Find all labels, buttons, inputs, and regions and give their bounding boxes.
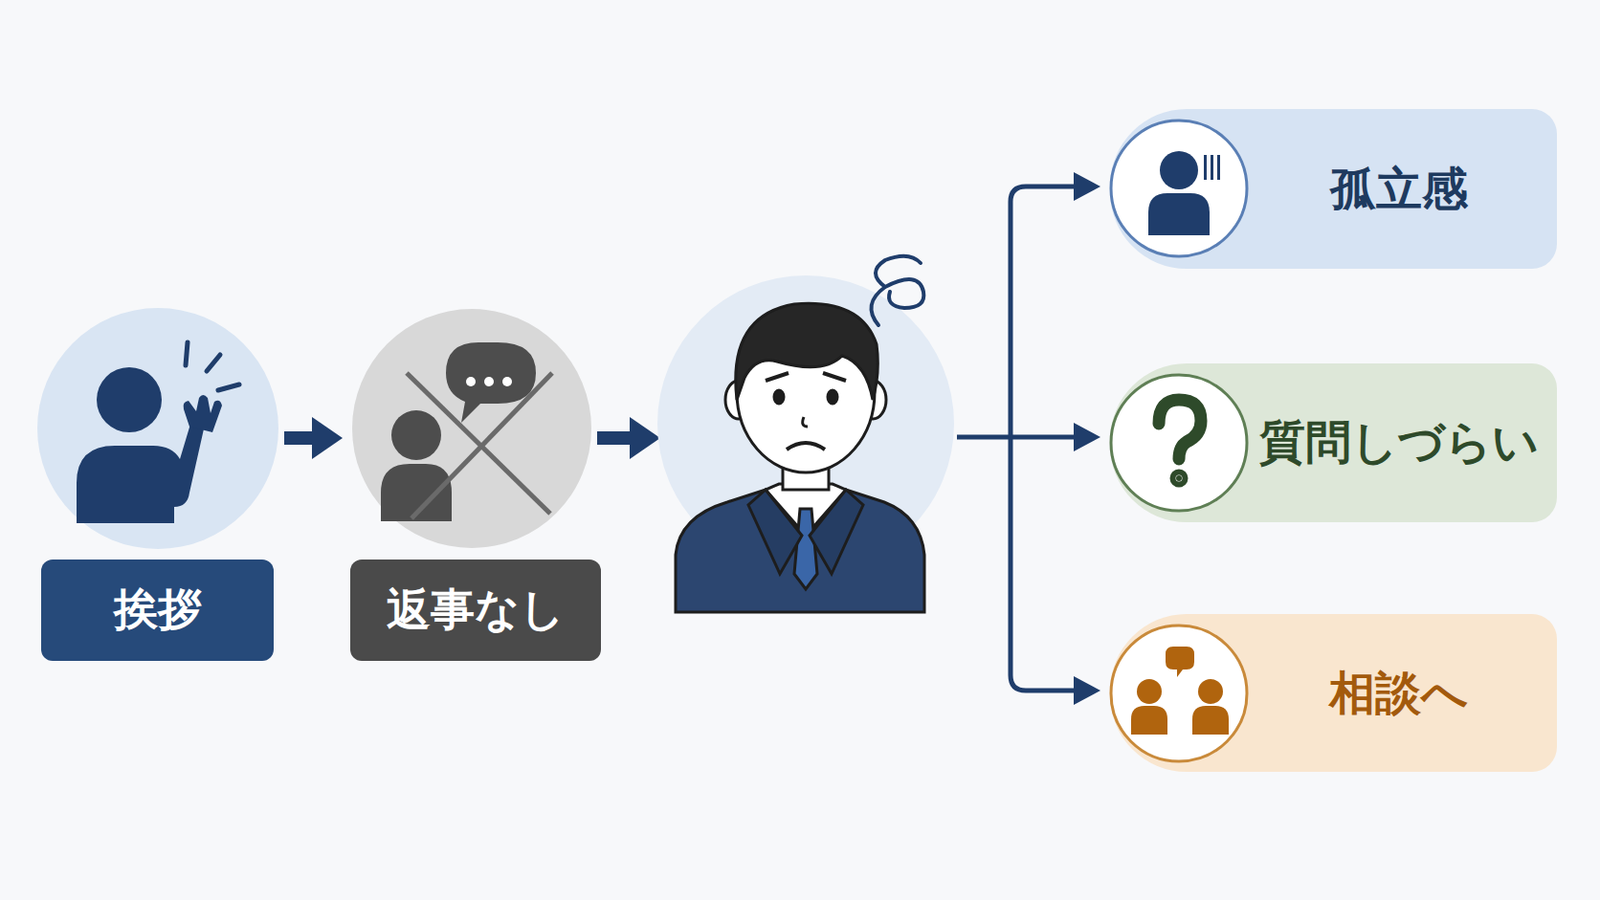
box-label: 質問しづらい: [1259, 412, 1539, 474]
confusion-spiral: [870, 256, 924, 326]
worried-person: [675, 303, 925, 613]
icon-circle: [1111, 625, 1247, 762]
no-reply-icon: [380, 342, 553, 522]
label-box: 返事なし: [350, 559, 601, 662]
consult-icon: [1131, 646, 1229, 735]
branch-arrows: [956, 186, 1080, 691]
block-arrow: [597, 417, 661, 460]
box-label: 孤立感: [1330, 158, 1468, 221]
isolated-person-icon: [1148, 151, 1221, 236]
branch-heads: [1073, 172, 1101, 706]
block-arrow: [284, 431, 314, 445]
person-circle: [657, 275, 955, 573]
label-box: 挨拶: [41, 559, 274, 662]
waving-person-icon: [76, 342, 240, 524]
greeting-node: 挨拶: [37, 308, 279, 662]
no-reply-node: 返事なし: [350, 309, 601, 662]
consult-box: 相談へ: [1110, 614, 1557, 773]
hard-to-ask-box: 質問しづらい: [1110, 363, 1557, 523]
greeting-circle: [37, 308, 279, 550]
isolation-box: 孤立感: [1110, 109, 1557, 269]
icon-circle: [1111, 375, 1247, 512]
no-reply-circle: [352, 309, 592, 549]
question-icon: [1158, 400, 1201, 482]
box-label: 相談へ: [1329, 663, 1468, 725]
icon-circle: [1111, 120, 1247, 257]
